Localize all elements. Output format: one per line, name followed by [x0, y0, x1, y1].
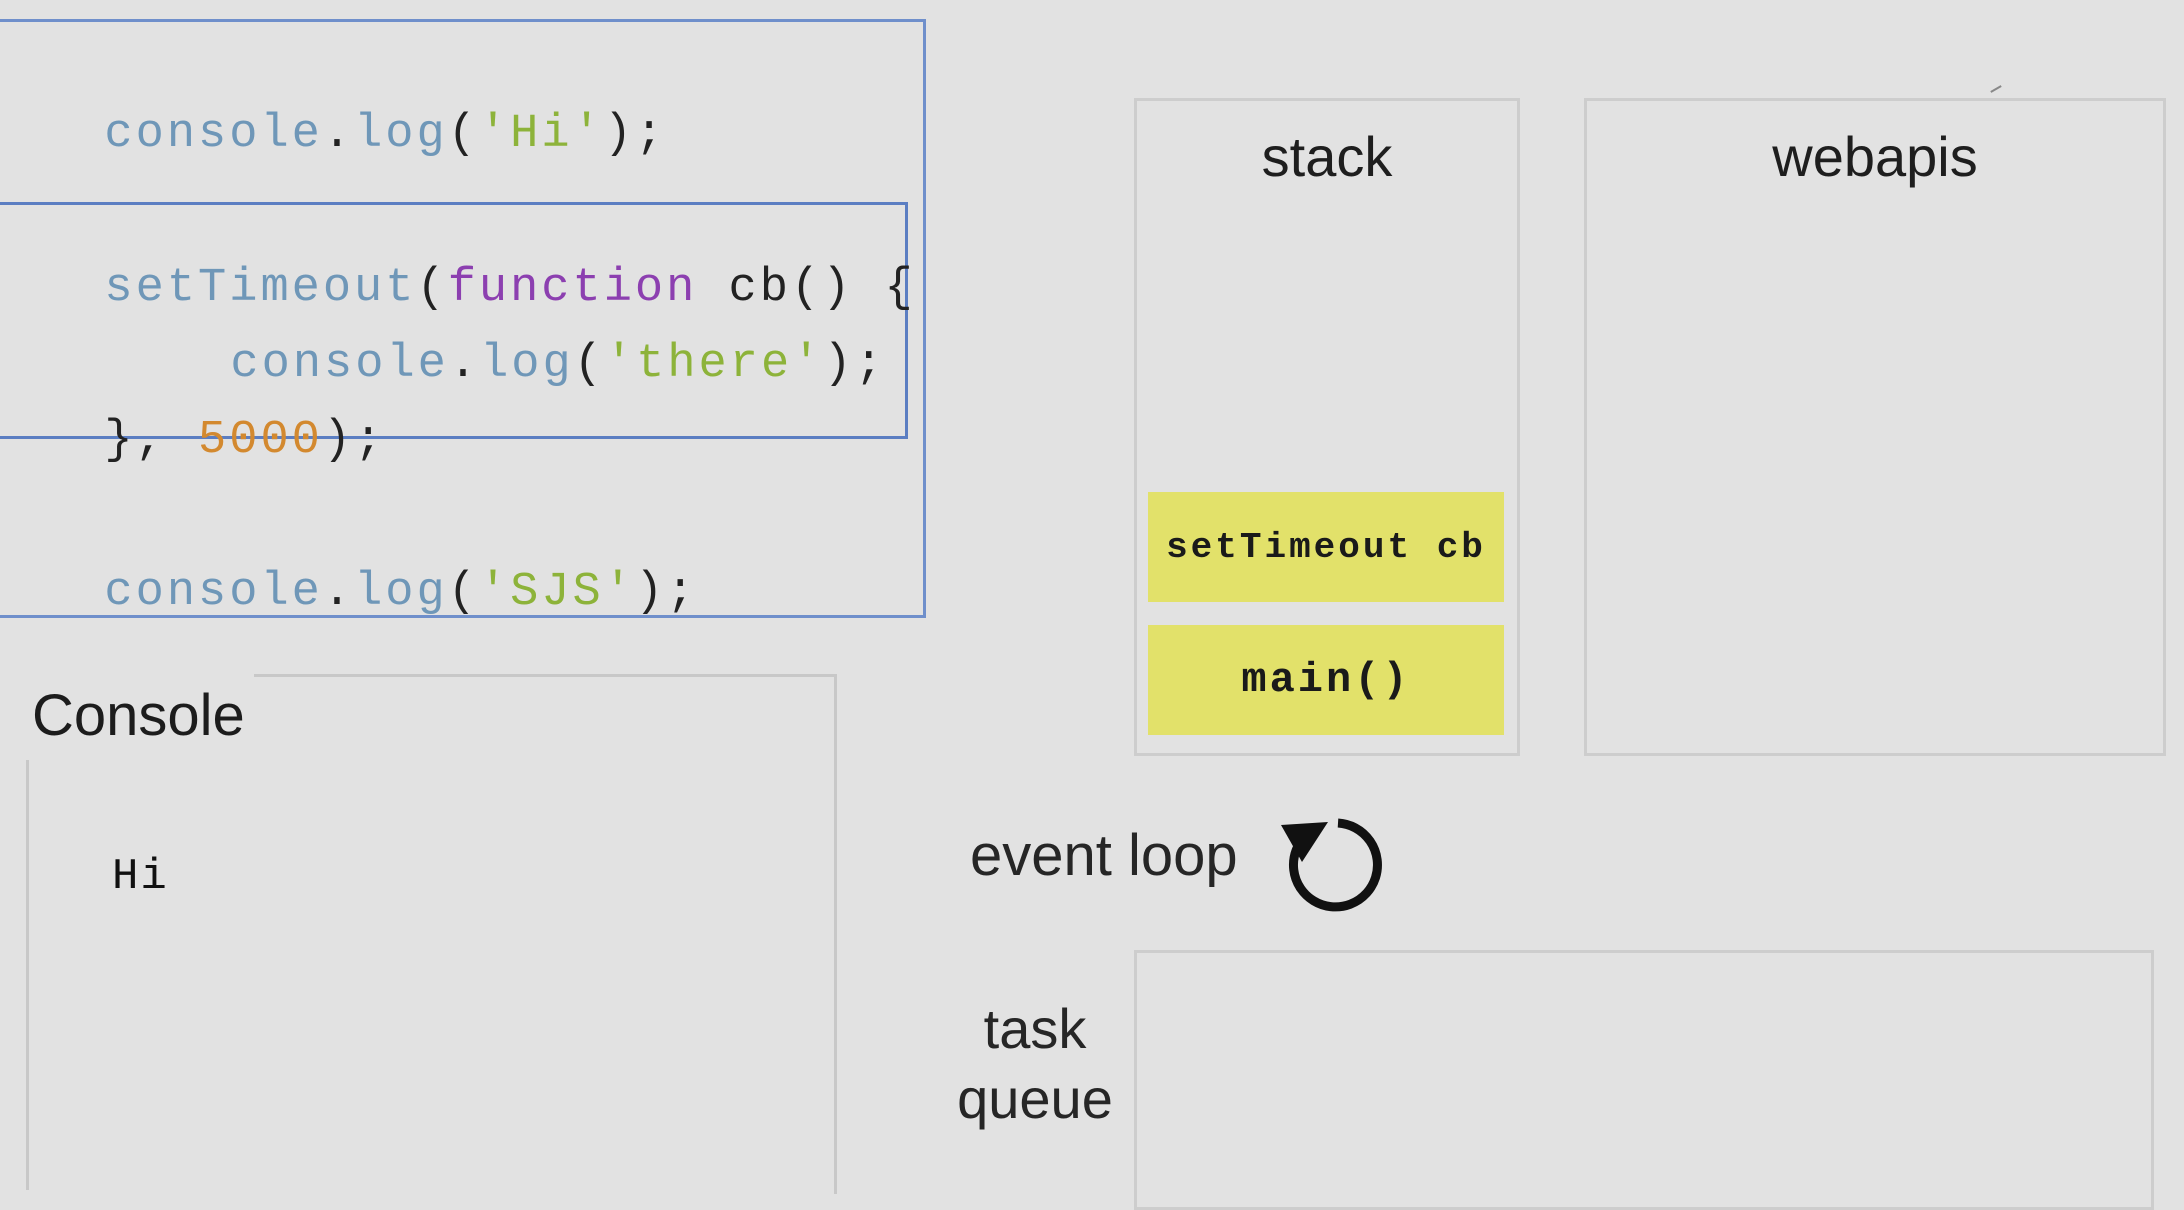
task-queue-label-line: task	[983, 997, 1087, 1060]
code-token: .	[448, 338, 481, 391]
task-queue-panel	[1134, 950, 2154, 1210]
code-line-1: console.log('Hi');	[42, 64, 666, 158]
code-line-5: console.log('SJS');	[42, 522, 697, 616]
stack-frame: setTimeout cb	[1148, 492, 1504, 602]
code-token: 'Hi'	[478, 108, 604, 161]
code-token: );	[634, 566, 698, 619]
stack-frame: main()	[1148, 625, 1504, 735]
circular-arrow-icon	[1276, 810, 1386, 920]
code-token: setTimeout	[104, 262, 417, 315]
code-token: (	[447, 108, 479, 161]
code-token: 5000	[198, 414, 323, 467]
code-token: (	[416, 262, 448, 315]
stray-mark	[1990, 85, 2002, 93]
current-statement-highlight	[0, 202, 908, 439]
code-token: cb() {	[697, 262, 916, 315]
webapis-panel	[1584, 98, 2166, 756]
code-token: },	[104, 414, 199, 467]
code-line-4: }, 5000);	[42, 370, 385, 464]
console-output-line: Hi	[112, 852, 169, 902]
code-token: console	[104, 566, 323, 619]
code-token: .	[322, 108, 355, 161]
code-token: .	[322, 566, 355, 619]
code-token: log	[354, 566, 448, 619]
code-token: );	[322, 414, 386, 467]
code-line-3: console.log('there');	[168, 294, 886, 388]
code-token: );	[823, 338, 886, 391]
console-border	[26, 760, 29, 1190]
console-title: Console	[32, 683, 245, 748]
code-token: log	[354, 108, 448, 161]
webapis-title: webapis	[1772, 125, 1978, 188]
event-loop-label: event loop	[970, 823, 1238, 888]
console-border	[254, 674, 836, 677]
code-token: );	[603, 108, 667, 161]
code-token: log	[480, 338, 574, 391]
code-token: function	[447, 262, 698, 315]
code-line-2: setTimeout(function cb() {	[42, 218, 916, 312]
code-token: 'SJS'	[478, 566, 635, 619]
task-queue-label: task queue	[940, 994, 1130, 1134]
code-token: console	[104, 108, 323, 161]
task-queue-label-line: queue	[957, 1067, 1113, 1130]
stack-panel	[1134, 98, 1520, 756]
code-token: console	[230, 338, 449, 391]
console-border	[834, 674, 837, 1194]
code-token: (	[447, 566, 479, 619]
code-panel	[0, 19, 926, 618]
code-token: 'there'	[604, 338, 824, 391]
stack-title: stack	[1261, 125, 1393, 188]
code-token: (	[573, 338, 605, 391]
